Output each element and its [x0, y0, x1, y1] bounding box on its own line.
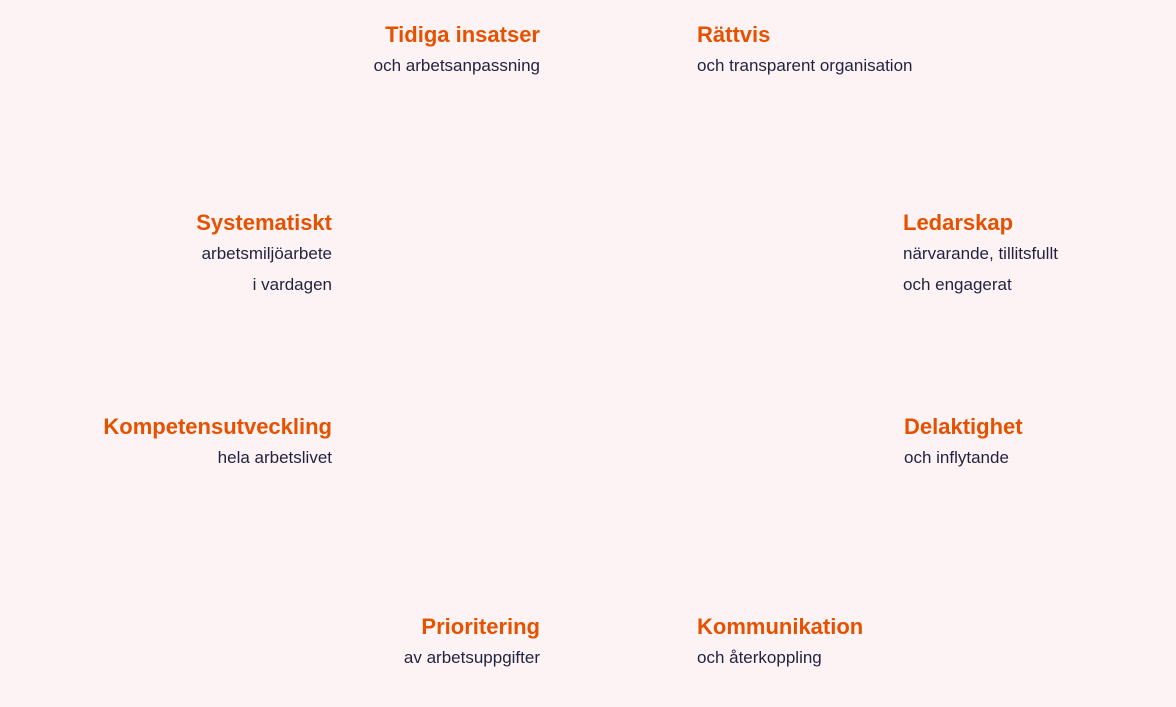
- label-subtitle: närvarande, tillitsfullt: [903, 244, 1058, 263]
- label-subtitle: och transparent organisation: [697, 56, 913, 75]
- label-subtitle: i vardagen: [252, 275, 332, 294]
- wheel-ring: [526, 258, 710, 442]
- label-title: Rättvis: [697, 22, 771, 47]
- label-kompetensutveckling: Kompetensutveckling hela arbetslivet: [0, 412, 332, 473]
- wheel-ring: [464, 196, 772, 504]
- label-title: Tidiga insatser: [385, 22, 540, 47]
- label-kommunikation: Kommunikation och återkoppling: [697, 612, 1057, 673]
- label-subtitle: arbetsmiljöarbete: [201, 244, 332, 263]
- wheel-ring: [420, 152, 816, 548]
- label-tidiga-insatser: Tidiga insatser och arbetsanpassning: [180, 20, 540, 81]
- label-subtitle: och inflytande: [904, 448, 1009, 467]
- label-ledarskap: Ledarskap närvarande, tillitsfullt och e…: [903, 208, 1176, 300]
- label-delaktighet: Delaktighet och inflytande: [904, 412, 1176, 473]
- label-title: Prioritering: [421, 614, 540, 639]
- label-title: Ledarskap: [903, 210, 1014, 235]
- label-subtitle: och återkoppling: [697, 648, 822, 667]
- wheel-ring: [442, 174, 794, 526]
- label-title: Systematiskt: [196, 210, 332, 235]
- wheel-ring: [373, 105, 863, 595]
- label-subtitle: och engagerat: [903, 275, 1012, 294]
- label-subtitle: av arbetsuppgifter: [403, 648, 540, 667]
- wheel-ring: [396, 128, 840, 572]
- label-prioritering: Prioritering av arbetsuppgifter: [180, 612, 540, 673]
- wheel-ring: [548, 280, 688, 420]
- wheel-ring: [570, 302, 666, 398]
- wheel-ring: [592, 324, 644, 376]
- wheel-ring: [348, 80, 888, 620]
- label-title: Kompetensutveckling: [103, 414, 332, 439]
- label-subtitle: hela arbetslivet: [217, 448, 332, 467]
- label-title: Kommunikation: [697, 614, 864, 639]
- wheel-ring: [506, 238, 730, 462]
- label-title: Delaktighet: [904, 414, 1023, 439]
- label-rattvis: Rättvis och transparent organisation: [697, 20, 1057, 81]
- label-subtitle: och arbetsanpassning: [373, 56, 540, 75]
- wheel-ring: [486, 218, 750, 482]
- label-systematiskt: Systematiskt arbetsmiljöarbete i vardage…: [0, 208, 332, 300]
